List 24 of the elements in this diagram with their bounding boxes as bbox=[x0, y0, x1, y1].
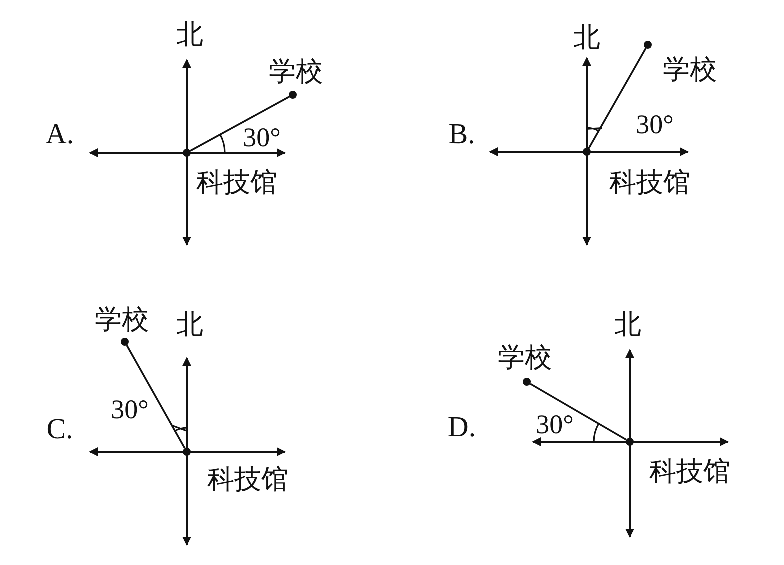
connecting-line bbox=[190, 96, 290, 152]
angle-label: 30° bbox=[243, 124, 281, 152]
north-label: 北 bbox=[574, 24, 600, 52]
connecting-line bbox=[588, 48, 647, 149]
option-letter: A. bbox=[46, 120, 74, 150]
option-letter: B. bbox=[448, 120, 476, 150]
angle-label: 30° bbox=[536, 412, 574, 438]
connecting-line bbox=[126, 345, 186, 449]
north-label: 北 bbox=[176, 312, 204, 338]
north-label: 北 bbox=[176, 22, 204, 48]
place-label: 学校 bbox=[95, 306, 149, 334]
option-letter: C. bbox=[46, 416, 74, 444]
angle-label: 30° bbox=[111, 396, 149, 424]
place-label: 科技馆 bbox=[208, 466, 288, 494]
place-label: 学校 bbox=[663, 56, 717, 84]
place-label: 学校 bbox=[269, 58, 323, 86]
place-label: 科技馆 bbox=[650, 458, 730, 486]
connecting-line bbox=[530, 383, 627, 441]
place-label: 科技馆 bbox=[196, 170, 278, 196]
angle-label: 30° bbox=[636, 112, 674, 138]
north-label: 北 bbox=[614, 312, 642, 338]
place-label: 科技馆 bbox=[610, 170, 690, 196]
place-label: 学校 bbox=[498, 344, 552, 372]
option-letter: D. bbox=[448, 414, 476, 442]
